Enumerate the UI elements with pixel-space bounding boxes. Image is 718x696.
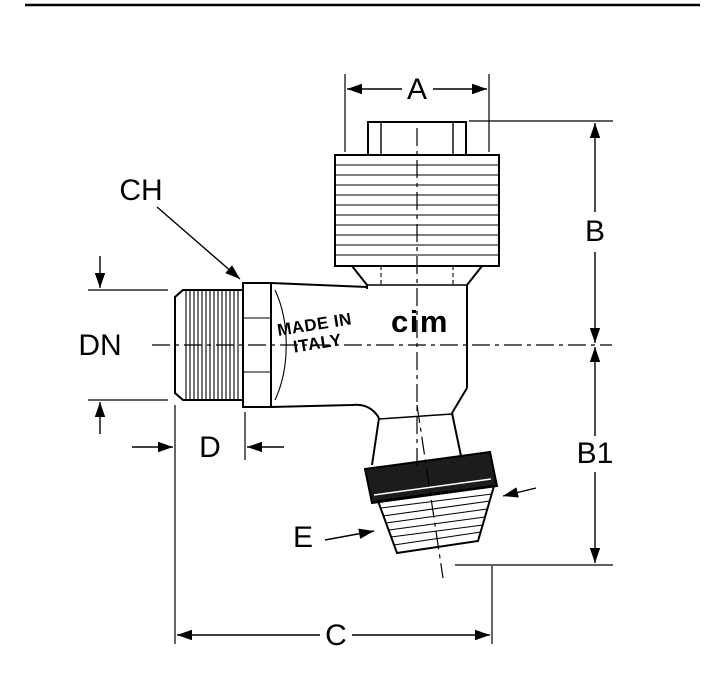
dim-c-label: C	[325, 619, 347, 652]
dim-d-label: D	[199, 431, 221, 464]
dim-e-label: E	[293, 521, 313, 554]
bonnet	[351, 265, 483, 286]
outlet-thread	[376, 484, 496, 555]
dimension-ch: CH	[119, 174, 241, 280]
made-in-italy-marking: MADE IN ITALY	[276, 309, 353, 356]
outlet-axis-centerline	[416, 404, 444, 579]
outlet-neck	[371, 387, 468, 466]
dim-a-label: A	[407, 73, 427, 106]
valve-drawing	[152, 121, 612, 579]
dim-ch-label: CH	[119, 174, 162, 207]
dimension-d: D	[132, 412, 284, 464]
dimension-e: E	[293, 487, 537, 554]
dim-b1-label: B1	[577, 437, 614, 470]
dim-dn-label: DN	[78, 329, 121, 362]
dimensions: A B B1 DN D	[78, 73, 613, 652]
centerlines	[152, 128, 612, 579]
dimension-b-b1: B B1	[455, 120, 614, 566]
body-markings: MADE IN ITALY cim	[276, 304, 449, 357]
brand-logo-text: cim	[391, 304, 449, 339]
dimension-c: C	[174, 405, 493, 652]
dim-b-label: B	[585, 215, 605, 248]
dimension-a: A	[344, 73, 490, 152]
dimension-dn: DN	[78, 256, 168, 434]
inlet-port	[270, 282, 380, 419]
